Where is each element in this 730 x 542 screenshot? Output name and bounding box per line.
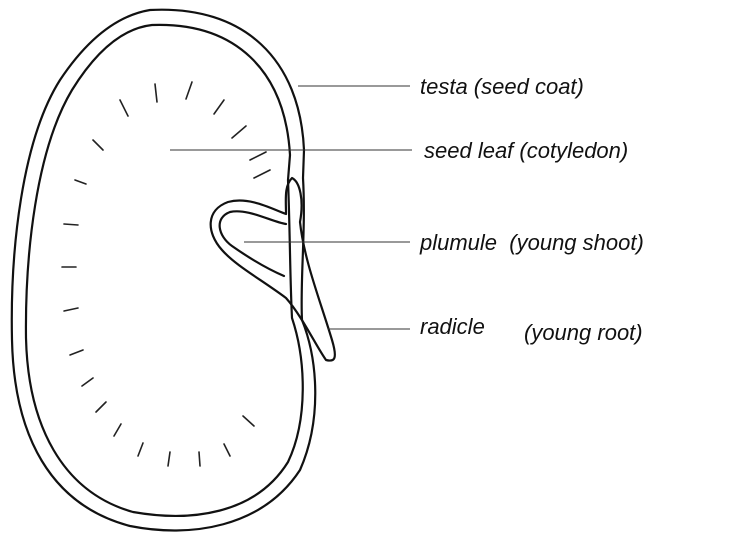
plumule-label: plumule (young shoot) (419, 230, 644, 255)
tick-mark (82, 378, 93, 386)
tick-mark (138, 443, 143, 456)
testa-inner-outline (26, 25, 303, 516)
tick-mark (96, 402, 106, 412)
tick-mark (70, 350, 83, 355)
testa-label: testa (seed coat) (420, 74, 584, 99)
radicle-gloss-label: (young root) (524, 320, 643, 345)
radicle-label: radicle (420, 314, 485, 339)
tick-mark (186, 82, 192, 99)
tick-mark (243, 416, 254, 426)
tick-mark (232, 126, 246, 138)
tick-mark (93, 140, 103, 150)
plumule-inner-outline (220, 211, 286, 276)
tick-mark (168, 452, 170, 466)
tick-mark (250, 152, 266, 160)
tick-mark (64, 224, 78, 225)
tick-mark (254, 170, 270, 178)
cotyledon-label: seed leaf (cotyledon) (424, 138, 628, 163)
tick-mark (114, 424, 121, 436)
embryo-outline (211, 178, 335, 361)
tick-mark (155, 84, 157, 102)
tick-mark (199, 452, 200, 466)
tick-mark (214, 100, 224, 114)
tick-mark (64, 308, 78, 311)
tick-mark (75, 180, 86, 184)
cotyledon-tick-marks (62, 82, 270, 466)
tick-mark (120, 100, 128, 116)
tick-mark (224, 444, 230, 456)
